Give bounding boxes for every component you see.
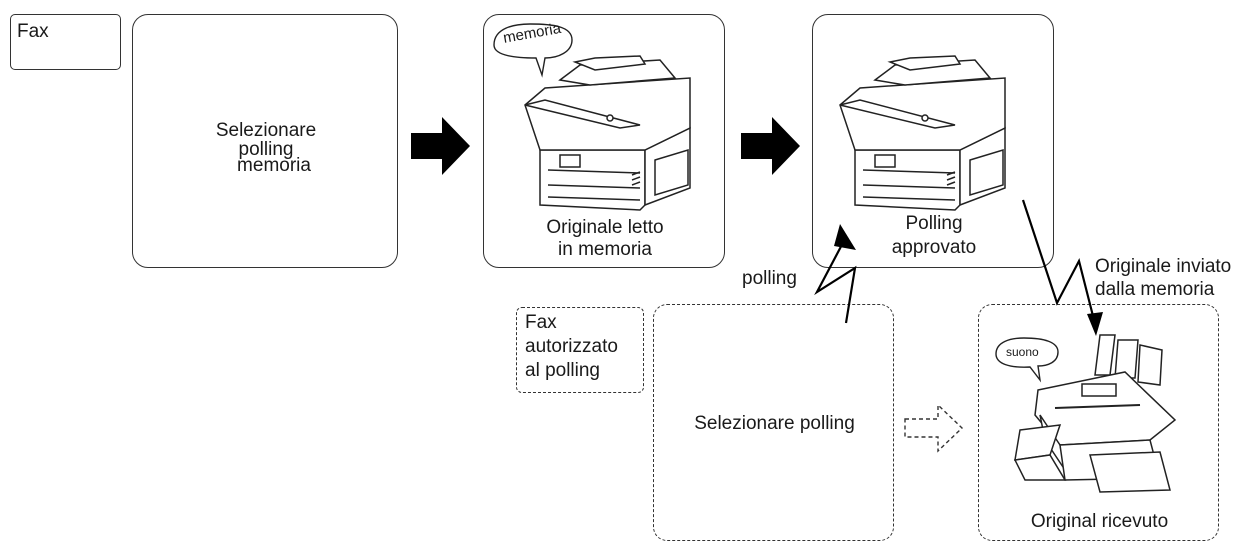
step3-line2: approvato xyxy=(891,237,977,258)
sound-bubble-text: suono xyxy=(1006,345,1039,359)
arrow-right-icon xyxy=(411,117,470,175)
step3-line1: Polling xyxy=(905,213,963,234)
fax-tag-label: Fax xyxy=(17,21,49,42)
authorized-fax-tag: Fax autorizzato al polling xyxy=(516,307,644,393)
auth-line1: Fax xyxy=(525,312,557,333)
step-original-read-memory: Originale letto in memoria xyxy=(483,14,725,268)
step5-label: Original ricevuto xyxy=(1030,511,1169,532)
auth-line2: autorizzato xyxy=(525,336,618,357)
fax-tag: Fax xyxy=(10,14,121,70)
step1-line1: Selezionare xyxy=(215,120,317,141)
sent-label-line2: dalla memoria xyxy=(1095,279,1215,300)
step-original-received: Original ricevuto xyxy=(978,304,1219,541)
polling-label: polling xyxy=(742,268,797,289)
dashed-arrow-right-icon xyxy=(904,403,964,453)
sent-label-line1: Originale inviato xyxy=(1095,256,1232,277)
arrow-right-icon xyxy=(741,117,800,175)
step-polling-approved: Polling approvato xyxy=(812,14,1054,268)
step4-label: Selezionare polling xyxy=(694,413,855,434)
step-select-polling: Selezionare polling xyxy=(653,304,894,541)
step1-line2: polling xyxy=(238,139,294,160)
step2-line1: Originale letto xyxy=(546,217,664,238)
auth-line3: al polling xyxy=(525,360,600,381)
step1-line3: memoria xyxy=(237,155,311,176)
step2-line2: in memoria xyxy=(558,239,652,260)
step-select-polling-memory: Selezionare polling memoria xyxy=(132,14,398,268)
